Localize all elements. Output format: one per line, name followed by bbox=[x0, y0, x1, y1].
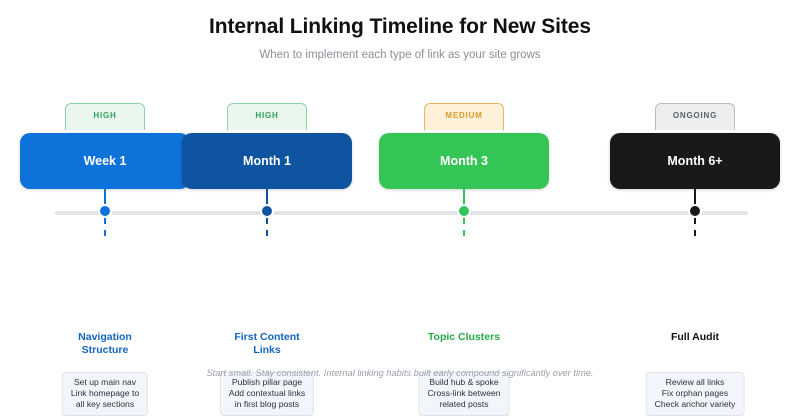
priority-badge: HIGH bbox=[65, 103, 145, 130]
badge-row: HIGH bbox=[182, 103, 352, 133]
badge-row: MEDIUM bbox=[379, 103, 549, 133]
detail-line: Cross-link between bbox=[427, 388, 501, 398]
period-card[interactable]: Month 1 bbox=[182, 133, 352, 189]
period-label: Month 1 bbox=[243, 154, 291, 168]
dashed-connector bbox=[104, 218, 106, 236]
card-connector-line bbox=[266, 189, 268, 211]
period-card[interactable]: Month 3 bbox=[379, 133, 549, 189]
milestone-label-line: Topic Clusters bbox=[427, 331, 501, 343]
card-connector-line bbox=[694, 189, 696, 211]
page-subtitle: When to implement each type of link as y… bbox=[259, 49, 541, 61]
milestone-label-line: Navigation bbox=[78, 331, 132, 343]
timeline-dot[interactable] bbox=[98, 204, 112, 218]
detail-line: Link homepage to bbox=[70, 388, 140, 398]
badge-row: ONGOING bbox=[610, 103, 780, 133]
timeline-axis bbox=[55, 211, 748, 215]
period-card[interactable]: Week 1 bbox=[20, 133, 190, 189]
card-connector-line bbox=[104, 189, 106, 211]
timeline-dot[interactable] bbox=[457, 204, 471, 218]
card-connector-line bbox=[463, 189, 465, 211]
milestone-label-line: Links bbox=[253, 344, 281, 356]
period-label: Month 6+ bbox=[667, 154, 723, 168]
period-label: Month 3 bbox=[440, 154, 488, 168]
detail-line: Set up main nav bbox=[73, 377, 137, 387]
timeline-diagram: Internal Linking Timeline for New Sites … bbox=[0, 14, 800, 416]
milestone-label-line: Full Audit bbox=[670, 331, 719, 343]
badge-row: HIGH bbox=[20, 103, 190, 133]
detail-line: Review all links bbox=[665, 377, 725, 387]
detail-line: Build hub & spoke bbox=[429, 377, 499, 387]
detail-line: Add contextual links bbox=[228, 388, 306, 398]
timeline-dot[interactable] bbox=[260, 204, 274, 218]
milestone-label-line: Structure bbox=[81, 344, 129, 356]
footer-note: Start small. Stay consistent. Internal l… bbox=[206, 368, 594, 378]
priority-badge: HIGH bbox=[227, 103, 307, 130]
dashed-connector bbox=[463, 218, 465, 236]
page-title: Internal Linking Timeline for New Sites bbox=[209, 15, 591, 38]
dashed-connector bbox=[266, 218, 268, 236]
header: Internal Linking Timeline for New Sites … bbox=[0, 14, 800, 62]
priority-badge: MEDIUM bbox=[424, 103, 504, 130]
dashed-connector bbox=[694, 218, 696, 236]
detail-line: Fix orphan pages bbox=[661, 388, 729, 398]
timeline-dot[interactable] bbox=[688, 204, 702, 218]
milestone-label: Full Audit bbox=[610, 331, 780, 344]
milestone-label: Topic Clusters bbox=[379, 331, 549, 344]
milestone-label-line: First Content bbox=[234, 331, 300, 343]
priority-badge: ONGOING bbox=[655, 103, 735, 130]
detail-line: Publish pillar page bbox=[231, 377, 303, 387]
period-label: Week 1 bbox=[83, 154, 127, 168]
period-card[interactable]: Month 6+ bbox=[610, 133, 780, 189]
